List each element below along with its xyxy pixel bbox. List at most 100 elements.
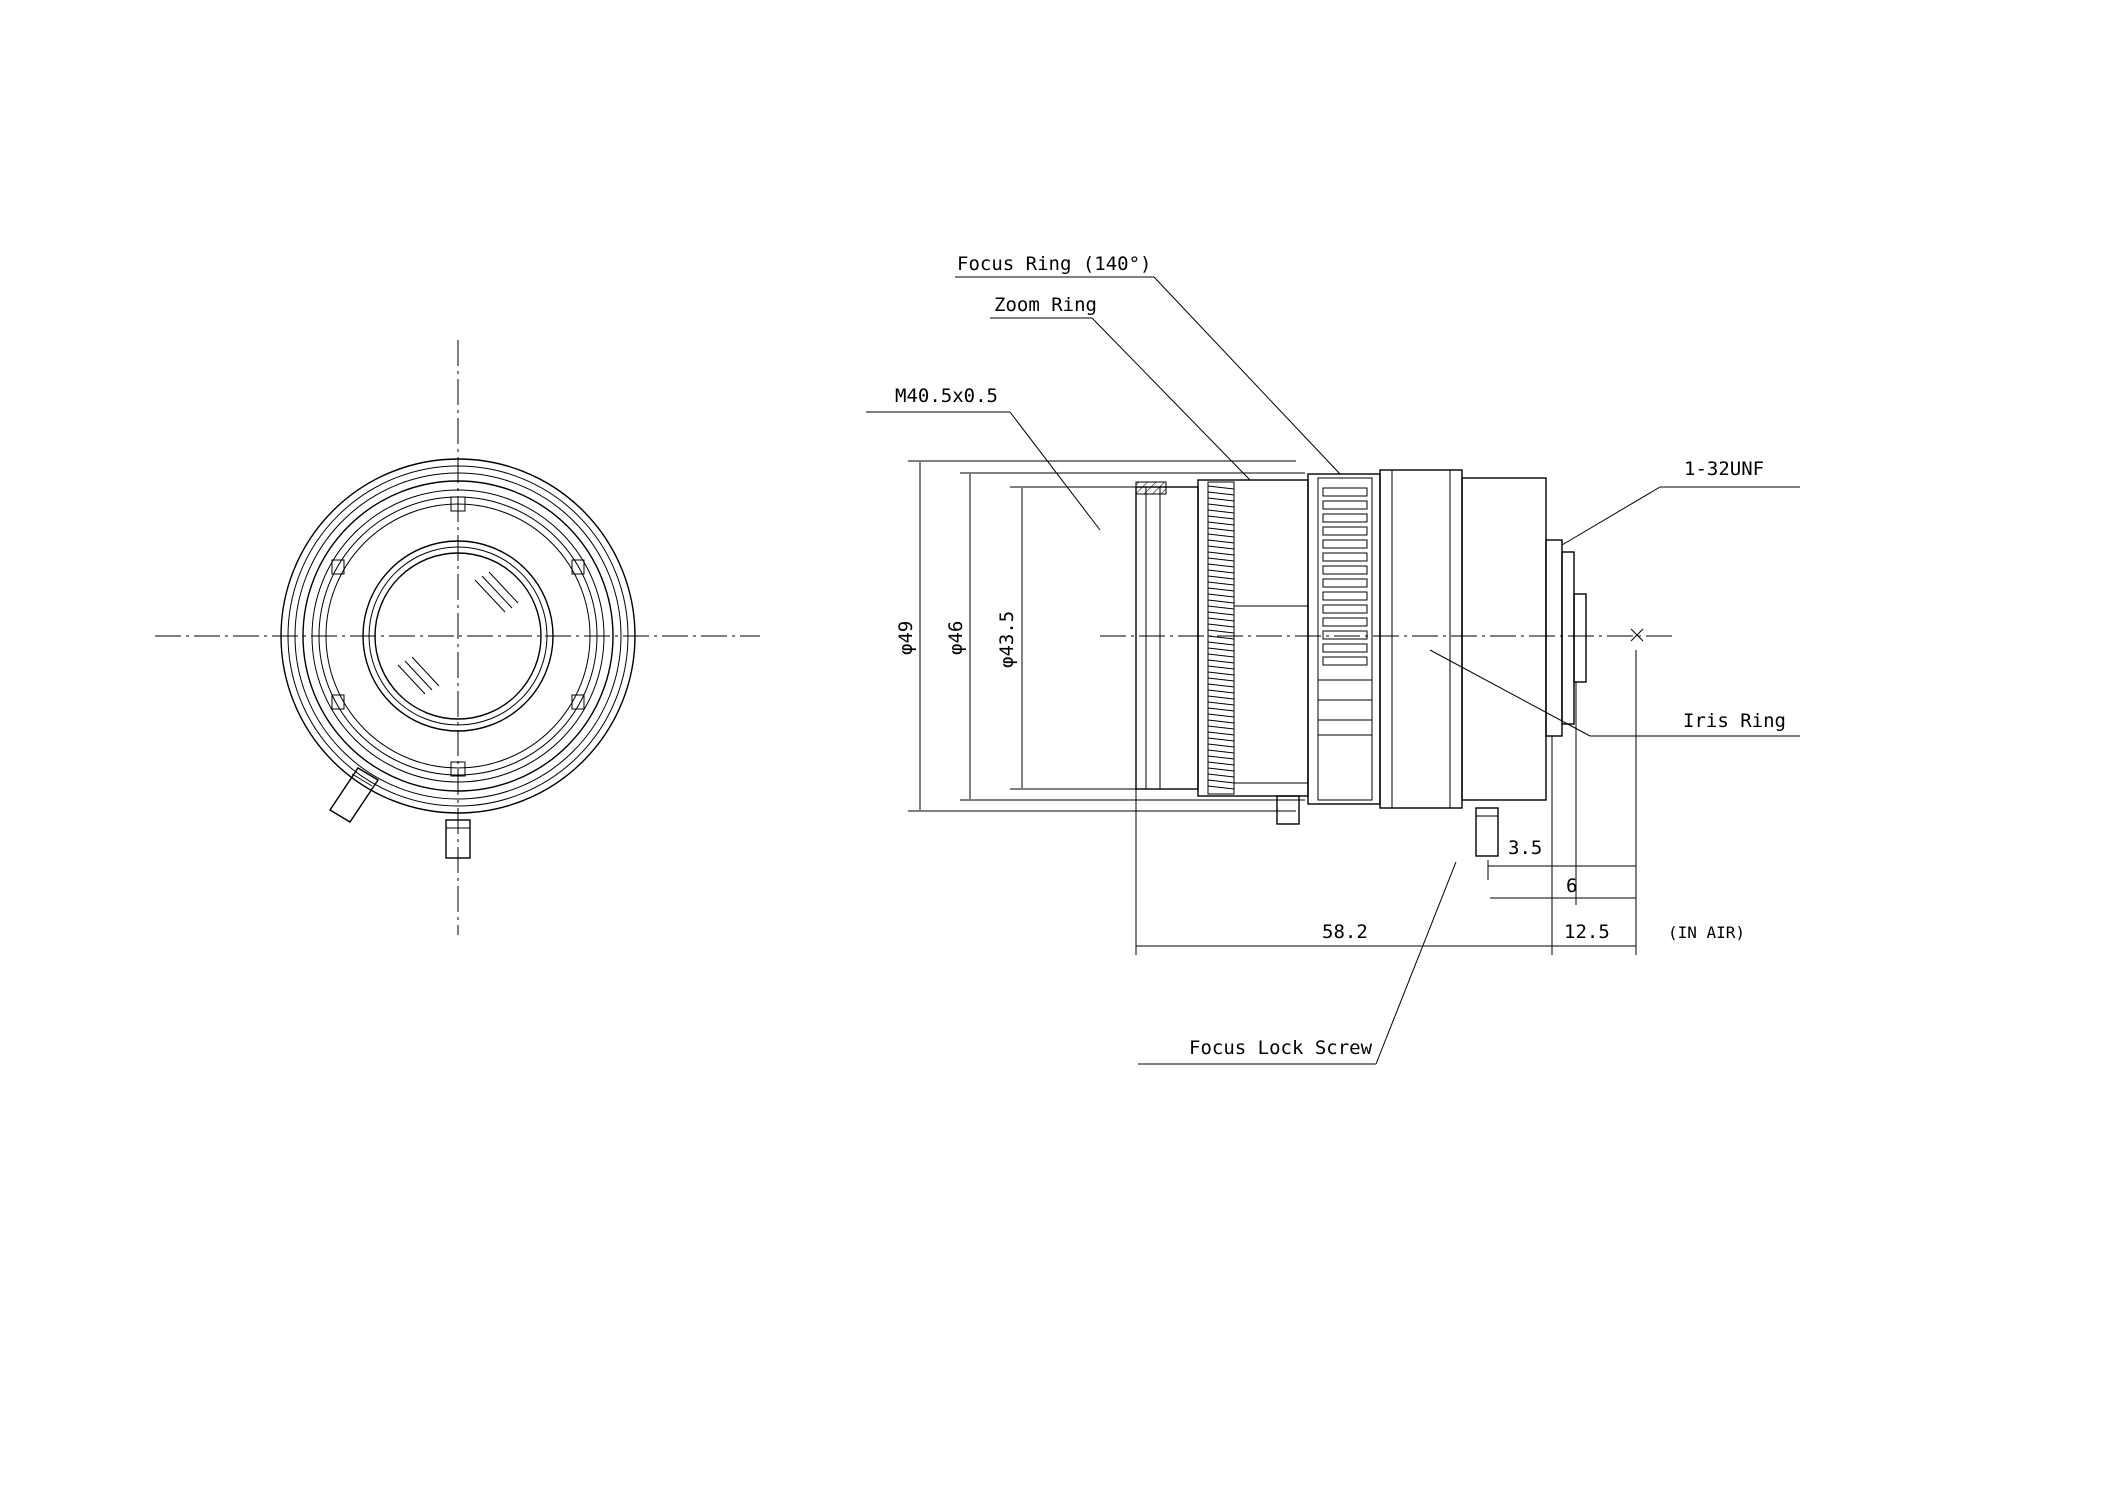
zoom-knurl-line [1207,767,1235,772]
zoom-knurl-line [1207,749,1235,754]
focus-rib [1322,617,1368,627]
flange-back-label: 12.5 [1564,921,1610,943]
dia-mid-label: φ46 [945,621,967,655]
zoom-knurl-line [1207,611,1235,616]
focus-rib [1322,630,1368,640]
front-element-glass [374,552,542,720]
zoom-knurl-line [1207,713,1235,718]
focus-rib [1322,604,1368,614]
zoom-knurl-line [1207,689,1235,694]
zoom-knurl-line [1207,743,1235,748]
zoom-knurl-line [1207,617,1235,622]
front-ring-3 [294,472,622,800]
zoom-knurl-line [1207,641,1235,646]
mount-thread-label: 1-32UNF [1684,458,1764,480]
zoom-knurl-line [1207,515,1235,520]
zoom-knurl-line [1207,665,1235,670]
zoom-knurl-line [1207,707,1235,712]
zoom-knurl-line [1207,605,1235,610]
front-ring-4 [302,480,614,792]
front-element-outer [362,540,554,732]
front-iris-lever [329,767,379,823]
zoom-knurl-line [1207,545,1235,550]
zoom-knurl-line [1207,725,1235,730]
focus-rib [1322,500,1368,510]
dia-outer-label: φ49 [895,621,917,655]
ring-tabs [331,496,585,777]
front-outer-ring [280,458,636,814]
c-mount-section [1545,539,1587,737]
zoom-knurl-line [1207,593,1235,598]
focus-rib [1322,513,1368,523]
front-focus-lock-screw [445,819,471,859]
zoom-knurl-line [1207,509,1235,514]
zoom-knurl-line [1207,551,1235,556]
focus-rib [1322,578,1368,588]
focus-rib [1322,552,1368,562]
zoom-knurl-line [1207,779,1235,784]
zoom-knurl-line [1207,683,1235,688]
length-dimensions [1135,650,1637,955]
dimension-labels: φ49 φ46 φ43.5 58.2 12.5 (IN AIR) 3.5 6 [895,611,1745,943]
zoom-knurl-line [1207,755,1235,760]
length-body-label: 58.2 [1322,921,1368,943]
zoom-knurl-line [1207,647,1235,652]
zoom-knurl-line [1207,737,1235,742]
zoom-knurl-line [1207,629,1235,634]
front-thread-label: M40.5x0.5 [895,385,998,407]
front-element-mid [368,546,548,726]
zoom-ring-label: Zoom Ring [994,294,1097,316]
dia-inner-label: φ43.5 [996,611,1018,668]
leader-lines [866,276,1800,1065]
zoom-knurl-line [1207,599,1235,604]
zoom-knurl-line [1207,761,1235,766]
glass-reflection-lower [397,656,440,695]
callout-labels: Focus Ring (140°) Zoom Ring M40.5x0.5 1-… [895,253,1786,1059]
focus-ring-label: Focus Ring (140°) [957,253,1151,275]
zoom-knurl-line [1207,581,1235,586]
focus-rib [1322,539,1368,549]
zoom-knurl-line [1207,677,1235,682]
zoom-knurl-line [1207,557,1235,562]
zoom-knurl-line [1207,785,1235,790]
front-ring-7 [325,503,591,769]
front-view [155,340,760,935]
zoom-knurl-line [1207,539,1235,544]
zoom-knurl-line [1207,731,1235,736]
focus-rib [1322,643,1368,653]
screw-offset-label: 3.5 [1508,837,1542,859]
in-air-note: (IN AIR) [1668,923,1745,942]
front-ring-5 [311,489,605,783]
zoom-knurl-line [1207,491,1235,496]
zoom-knurl-line [1207,527,1235,532]
zoom-knurl-line [1207,695,1235,700]
thread-hatch [1135,481,1167,495]
focus-rib [1322,526,1368,536]
zoom-knurl-line [1207,635,1235,640]
side-focus-lock-screw [1276,795,1499,857]
iris-ring-label: Iris Ring [1683,710,1786,732]
focus-ring-section [1307,473,1381,805]
front-ring-2 [287,465,629,807]
zoom-knurl-line [1207,719,1235,724]
zoom-knurl-line [1207,701,1235,706]
zoom-knurl-line [1207,563,1235,568]
zoom-knurl-line [1207,623,1235,628]
zoom-knurl-line [1207,485,1235,490]
image-plane-marker [1630,628,1644,642]
zoom-knurl-line [1207,653,1235,658]
zoom-knurl-line [1207,575,1235,580]
glass-reflection-upper [474,571,519,613]
zoom-knurl-line [1207,497,1235,502]
zoom-knurl-line [1207,773,1235,778]
focus-lock-screw-label: Focus Lock Screw [1189,1037,1373,1059]
zoom-knurl-line [1207,659,1235,664]
focus-rib [1322,591,1368,601]
focus-rib [1322,487,1368,497]
zoom-knurl-line [1207,587,1235,592]
zoom-knurl-line [1207,569,1235,574]
iris-ring-section [1379,469,1463,809]
focus-rib [1322,656,1368,666]
zoom-knurl-line [1207,671,1235,676]
